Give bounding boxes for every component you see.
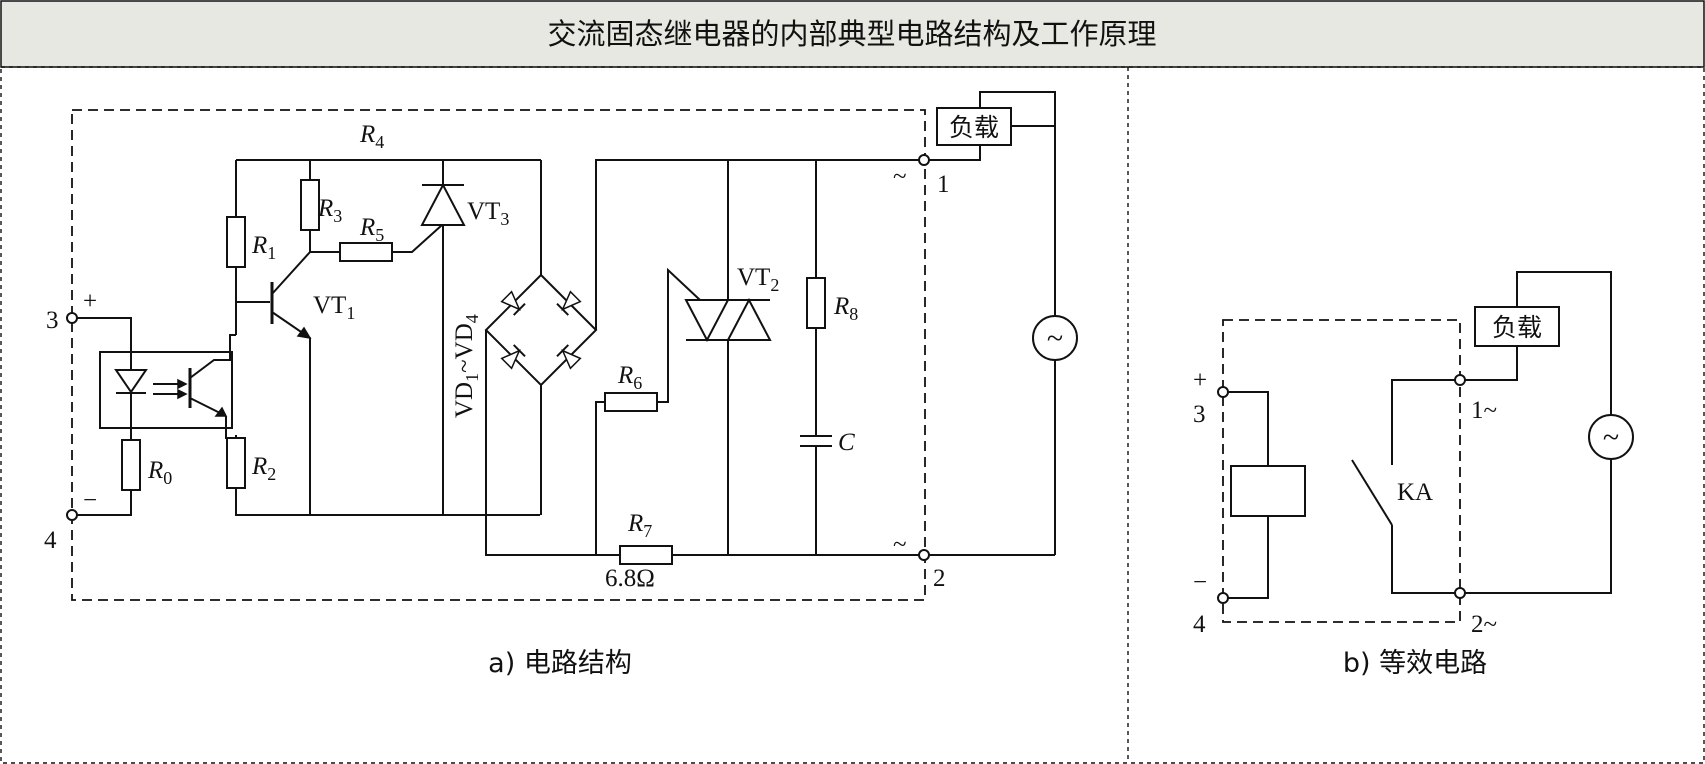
terminal-3 [66, 312, 78, 324]
caption-a: a) 电路结构 [488, 648, 632, 679]
title-banner: 交流固态继电器的内部典型电路结构及工作原理 [0, 0, 1705, 68]
diode-bridge [484, 159, 1055, 556]
vt1-label: VT1 [313, 292, 355, 323]
terminal-b2-label: 2~ [1471, 611, 1497, 638]
relay-label: KA [1397, 479, 1433, 506]
terminal-2-label: 2 [933, 565, 946, 592]
load-label-a: 负载 [949, 113, 999, 142]
terminal-3-label: 3 [46, 307, 59, 334]
terminal-b4-minus: − [1193, 569, 1207, 596]
diode-icon [556, 344, 582, 370]
terminal-1-label: 1 [937, 171, 950, 198]
terminal-1 [918, 154, 930, 166]
resistor-r3 [300, 179, 320, 231]
resistor-r0 [121, 439, 141, 491]
terminal-4 [66, 509, 78, 521]
terminal-b4-label: 4 [1193, 611, 1206, 638]
resistor-r5 [339, 242, 393, 262]
terminal-b3-plus: + [1193, 367, 1207, 394]
terminal-b4 [1217, 592, 1229, 604]
resistor-r8 [806, 277, 826, 329]
ac-source-b-symbol: ~ [1603, 421, 1619, 454]
terminal-b1-label: 1~ [1471, 397, 1497, 424]
ac-source-a-symbol: ~ [1047, 322, 1063, 355]
transistor-vt1 [236, 160, 312, 515]
terminal-4-label: 4 [44, 527, 57, 554]
resistor-r7 [619, 545, 673, 565]
resistor-r2 [226, 437, 246, 489]
terminal-4-minus: − [83, 487, 97, 514]
panel-a: 3 + 4 − R0 [44, 91, 1078, 679]
ssr-module-boundary [71, 109, 926, 601]
r7-label: R7 [627, 510, 652, 541]
diode-icon [500, 344, 526, 370]
diode-icon [500, 290, 526, 316]
r2-label: R2 [251, 453, 276, 484]
r8-label: R8 [833, 293, 858, 324]
figure-title: 交流固态继电器的内部典型电路结构及工作原理 [547, 17, 1156, 51]
r7-value: 6.8Ω [605, 565, 655, 592]
relay-coil [1230, 465, 1306, 517]
load-box-b [1474, 306, 1560, 347]
r3-label: R3 [317, 195, 342, 226]
capacitor-c [800, 435, 832, 447]
load-box-a [936, 107, 1012, 146]
relay-contact [1351, 459, 1393, 526]
r5-label: R5 [359, 214, 384, 245]
terminal-2-tilde: ~ [893, 531, 907, 558]
terminal-b3-label: 3 [1193, 401, 1206, 428]
terminal-1-tilde: ~ [893, 163, 907, 190]
figure-frame [0, 66, 1705, 764]
triac-vt2 [684, 160, 772, 555]
resistor-r1 [226, 216, 246, 268]
terminal-b3 [1217, 386, 1229, 398]
terminal-3-plus: + [83, 288, 97, 315]
led-icon [114, 352, 188, 440]
r6-label: R6 [617, 362, 642, 393]
optocoupler [99, 351, 233, 429]
resistor-r6 [604, 392, 658, 412]
diode-icon [556, 290, 582, 316]
caption-b: b) 等效电路 [1343, 648, 1487, 679]
r0-label: R0 [147, 457, 172, 488]
vt3-label: VT3 [467, 198, 509, 229]
load-label-b: 负载 [1492, 313, 1542, 342]
r4-label: R4 [359, 121, 384, 152]
terminal-2 [918, 549, 930, 561]
bridge-label: VD1~VD4 [451, 314, 482, 418]
c-label: C [838, 429, 855, 456]
thyristor-vt3 [420, 160, 466, 515]
phototransistor-icon [188, 352, 231, 417]
terminal-b2 [1454, 587, 1466, 599]
vt2-label: VT2 [737, 264, 779, 295]
r1-label: R1 [251, 232, 276, 263]
panel-b: + 3 − 4 KA 1~ 2~ 负载 ~ b) 等效电路 [1193, 271, 1634, 679]
terminal-b1 [1454, 374, 1466, 386]
